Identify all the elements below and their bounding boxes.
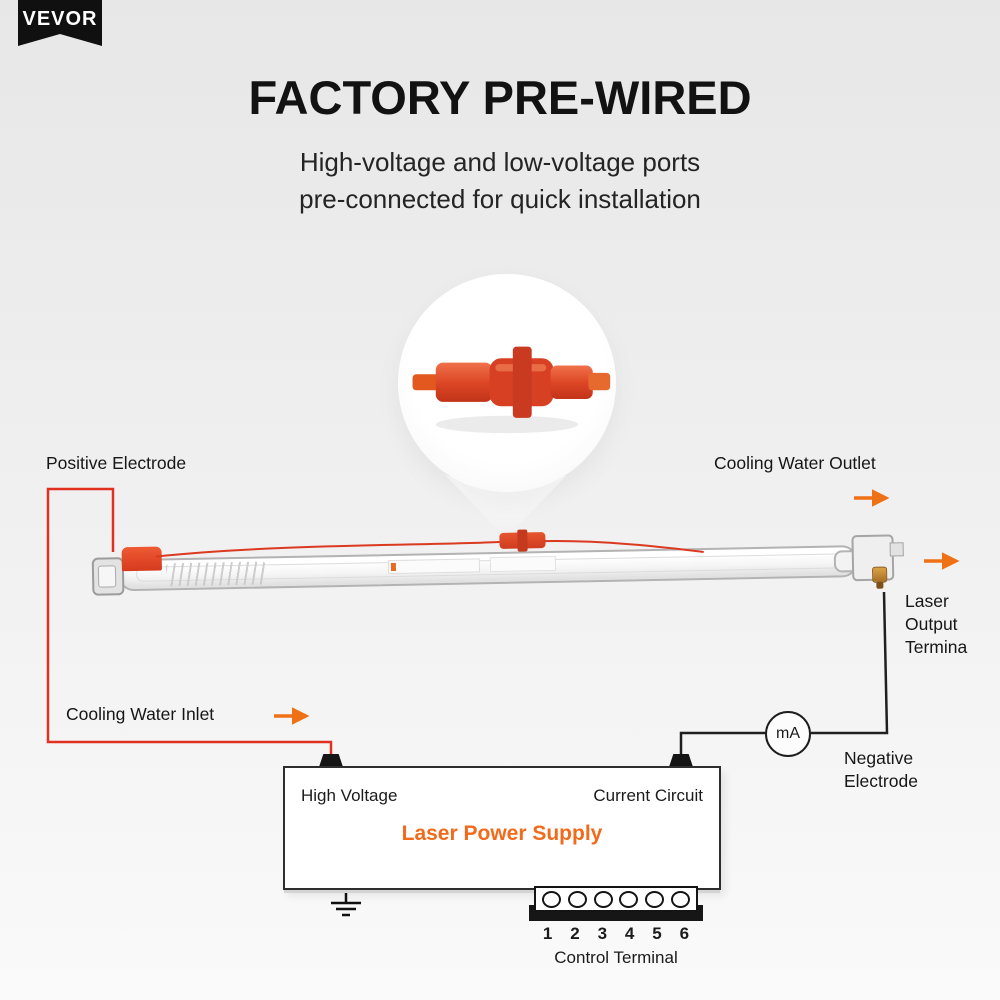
positive-electrode-cap [121,546,162,572]
control-terminal-strip [534,886,698,912]
negative-electrode-label: Negative Electrode [844,748,918,791]
pin-number: 2 [570,924,580,943]
current-circuit-label: Current Circuit [593,786,703,805]
prewired-connector [499,529,546,552]
terminal-pin-numbers: 1 2 3 4 5 6 [534,924,698,944]
pin-number: 5 [652,924,662,943]
page-title: FACTORY PRE-WIRED [248,71,752,124]
pin-number: 3 [597,924,608,943]
connector-right-cap [550,365,593,399]
hv-connector-illustration [412,346,611,434]
brand-logo: VEVOR [18,0,102,46]
pin-number: 6 [679,924,690,943]
tube-sticker [387,558,481,575]
terminal-screw [619,890,639,908]
connector-shadow [435,415,579,434]
brand-logo-text: VEVOR [22,8,98,30]
positive-electrode-label: Positive Electrode [46,453,187,473]
current-circuit-wire [679,731,766,765]
terminal-screw [644,890,664,908]
pin-number: 4 [624,924,635,943]
ground-symbol [331,891,361,917]
terminal-screw [542,890,562,908]
laser-output-terminal-label: Laser Output Termina [905,591,968,657]
laser-power-supply-box: High Voltage Current Circuit Laser Power… [283,766,721,890]
page-subtitle: High-voltage and low-voltage ports pre-c… [299,147,701,214]
negative-electrode-wire [811,591,889,735]
connector-right-stub [588,372,611,391]
cooling-water-outlet-label: Cooling Water Outlet [714,453,876,473]
high-voltage-label: High Voltage [301,786,398,805]
cooling-water-inlet-label: Cooling Water Inlet [66,704,215,724]
terminal-screw [670,890,690,908]
magnifier-circle [398,274,616,492]
water-outlet-valve-tip [876,581,884,589]
terminal-screw [593,890,613,908]
cooling-coil [165,561,267,587]
connector-flange [512,346,532,418]
pin-number: 1 [542,924,553,943]
tube-left-clamp-detail [97,565,117,588]
terminal-screw [567,890,587,908]
power-supply-title: Laser Power Supply [401,822,603,845]
ma-meter-label: mA [776,725,800,742]
ma-meter: mA [765,711,811,757]
connector-left-cap [435,362,493,402]
connector-left-stub [412,374,442,391]
control-terminal-label: Control Terminal [554,948,678,967]
water-outlet-valve [872,566,888,583]
laser-tube [91,529,904,608]
tube-sticker [489,555,557,573]
tube-right-bracket-arm [889,542,904,557]
